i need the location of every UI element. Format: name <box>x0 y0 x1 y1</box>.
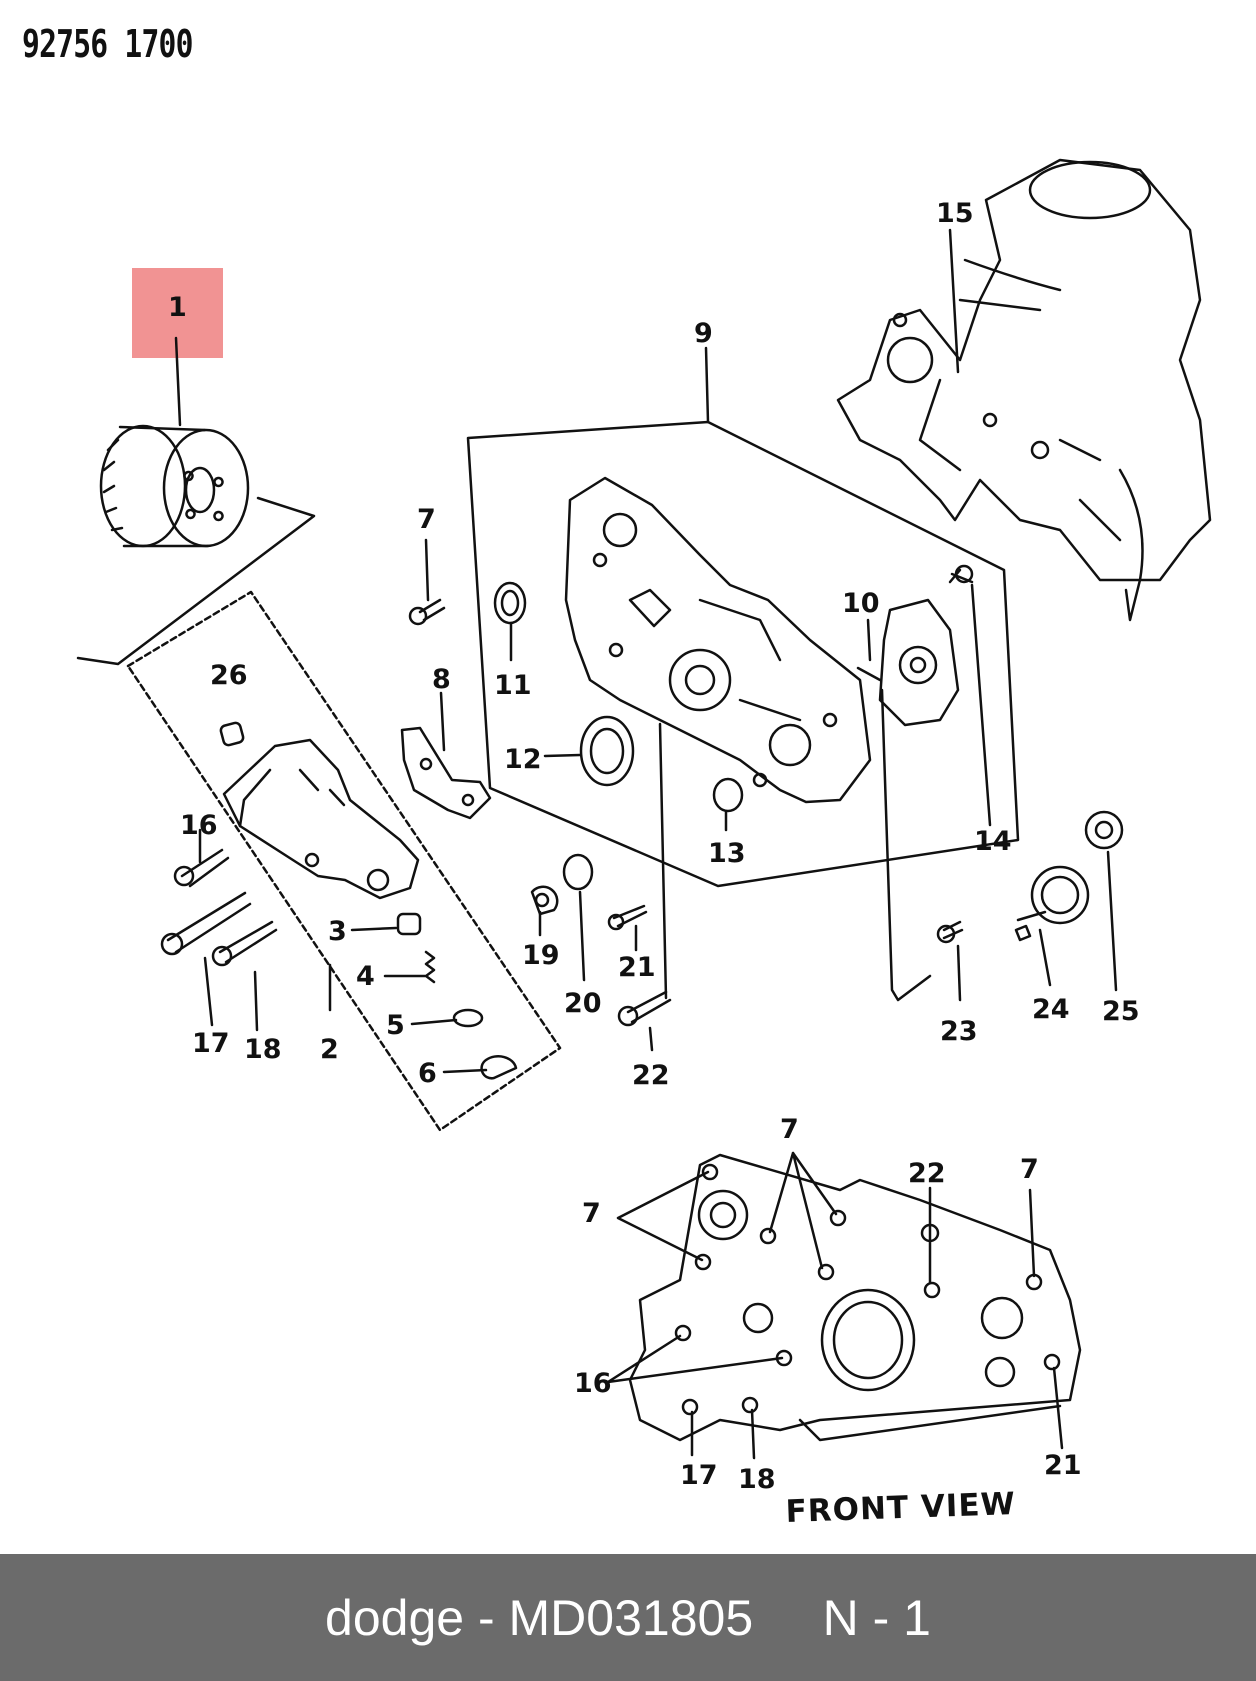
callout-13: 13 <box>708 838 746 869</box>
callout-17: 17 <box>192 1028 230 1059</box>
front-view-callout-17: 17 <box>680 1460 718 1491</box>
callout-24: 24 <box>1032 994 1070 1025</box>
callout-16: 16 <box>180 810 218 841</box>
timing-cover-drawing <box>564 476 872 804</box>
callout-5: 5 <box>386 1010 405 1041</box>
callout-26: 26 <box>210 660 248 691</box>
callout-10: 10 <box>842 588 880 619</box>
callout-6: 6 <box>418 1058 437 1089</box>
front-view-callout-21: 21 <box>1044 1450 1082 1481</box>
callout-25: 25 <box>1102 996 1140 1027</box>
front-view-callout-16: 16 <box>574 1368 612 1399</box>
engine-block-drawing <box>836 158 1212 622</box>
callout-22: 22 <box>632 1060 670 1091</box>
front-view-callout-7-left: 7 <box>582 1198 601 1229</box>
oil-filter-drawing <box>99 336 250 548</box>
callout-9: 9 <box>694 318 713 349</box>
callout-8: 8 <box>432 664 451 695</box>
callout-1: 1 <box>168 292 187 323</box>
callout-7: 7 <box>417 504 436 535</box>
callout-15: 15 <box>936 198 974 229</box>
callout-2: 2 <box>320 1034 339 1065</box>
brand-name: dodge <box>325 1589 465 1646</box>
callout-3: 3 <box>328 916 347 947</box>
callout-11: 11 <box>494 670 532 701</box>
callout-4: 4 <box>356 961 375 992</box>
oil-pump-drawing <box>219 721 420 900</box>
front-view-title: FRONT VIEW <box>785 1486 1016 1530</box>
parts-diagram-sheet: 92756 1700 <box>22 22 1212 1530</box>
front-view-drawing <box>628 1153 1082 1442</box>
callout-14: 14 <box>974 826 1012 857</box>
part-info-footer: dodge - MD031805 N - 1 <box>0 1554 1256 1681</box>
spacer <box>753 1590 822 1646</box>
front-view-callout-7-right: 7 <box>1020 1154 1039 1185</box>
callout-19: 19 <box>522 940 560 971</box>
sheet-code: 92756 1700 <box>22 22 193 66</box>
diagram-position: N - 1 <box>822 1589 931 1646</box>
front-view-callout-22: 22 <box>908 1158 946 1189</box>
part-number: MD031805 <box>508 1589 754 1646</box>
callout-18: 18 <box>244 1034 282 1065</box>
callout-21: 21 <box>618 952 656 983</box>
highlighted-part-marker <box>132 268 223 358</box>
footer-text: dodge - MD031805 N - 1 <box>325 1589 931 1647</box>
exploded-parts-diagram: 1 2 3 4 5 6 7 8 9 10 11 12 13 14 15 16 1… <box>76 158 1212 1530</box>
callout-23: 23 <box>940 1016 978 1047</box>
front-view-callout-7-top: 7 <box>780 1114 799 1145</box>
front-view-callout-18: 18 <box>738 1464 776 1495</box>
separator: - <box>464 1589 509 1646</box>
callout-12: 12 <box>504 744 542 775</box>
callout-20: 20 <box>564 988 602 1019</box>
